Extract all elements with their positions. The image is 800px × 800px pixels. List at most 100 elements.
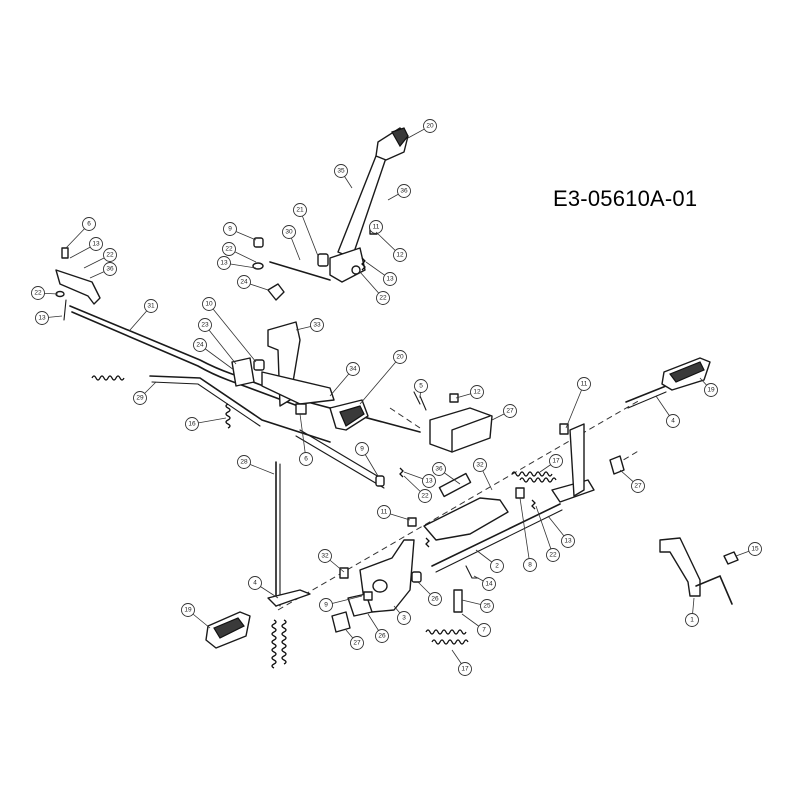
fastener-11-right	[559, 423, 569, 435]
callout-circle-c1	[423, 119, 437, 133]
callout-circle-c50	[428, 592, 442, 606]
callout-label-c48: 13	[564, 538, 572, 545]
lower-lever-assembly	[331, 539, 479, 633]
callout-leader-c4	[299, 209, 319, 257]
callout-circle-c40	[432, 462, 446, 476]
callout-circle-c37	[422, 474, 436, 488]
callout-label-c52: 25	[483, 603, 491, 610]
callout-label-c59: 26	[378, 633, 386, 640]
callout-label-c50: 26	[431, 596, 439, 603]
callout-circle-c2	[334, 164, 348, 178]
callout-label-c22: 23	[201, 322, 209, 329]
callout-circle-c26	[393, 350, 407, 364]
callout-circle-c20	[144, 299, 158, 313]
callout-label-c8: 22	[225, 246, 233, 253]
callout-leader-c29	[299, 413, 307, 460]
vertical-rod-assembly	[267, 461, 311, 607]
right-knob-grip	[669, 361, 705, 383]
callout-circle-c19	[35, 311, 49, 325]
callout-circle-c25	[346, 362, 360, 376]
callout-circle-c46	[523, 558, 537, 572]
rod-clevis	[267, 589, 311, 607]
callout-label-c13: 22	[379, 295, 387, 302]
callout-circle-c59	[375, 629, 389, 643]
callout-label-c31: 12	[473, 389, 481, 396]
callout-circle-c57	[181, 603, 195, 617]
lever-1-body	[659, 537, 701, 597]
callout-label-c23: 33	[313, 322, 321, 329]
left-spring	[91, 375, 125, 381]
callout-circle-c29	[299, 452, 313, 466]
callout-circle-c17	[103, 262, 117, 276]
center-pedal-assembly	[231, 321, 369, 431]
callout-circle-c47	[546, 548, 560, 562]
callout-circle-c36	[355, 442, 369, 456]
lower-left-knob	[205, 611, 251, 649]
left-bracket-pin	[61, 247, 69, 259]
callout-circle-c44	[377, 505, 391, 519]
callout-label-c49: 32	[321, 553, 329, 560]
fastener-11-mid	[407, 517, 417, 527]
spring-17-upper-b	[519, 477, 557, 483]
callout-circle-c48	[561, 534, 575, 548]
lever-1-nut-15	[723, 551, 739, 565]
callout-circle-c4	[293, 203, 307, 217]
callout-label-c58: 27	[353, 640, 361, 647]
callout-label-c35: 4	[671, 418, 675, 425]
callout-label-c19: 13	[38, 315, 46, 322]
lower-pin-25	[453, 589, 463, 613]
callout-label-c5: 30	[285, 229, 293, 236]
spring-17-upper	[511, 471, 553, 477]
fastener-13-mid	[399, 467, 404, 478]
diagram-title: E3-05610A-01	[553, 186, 698, 211]
callout-circle-c14	[82, 217, 96, 231]
callout-label-c42: 17	[552, 458, 560, 465]
right-rod-4	[625, 385, 667, 403]
pedal-cotter-pin	[361, 257, 366, 271]
center-bushing-block	[231, 357, 255, 387]
fastener-32-lower	[339, 567, 349, 579]
callout-circle-c6	[369, 220, 383, 234]
callout-circle-c3	[397, 184, 411, 198]
callout-label-c21: 10	[205, 301, 213, 308]
u-bracket-fold	[451, 415, 491, 453]
callout-label-c25: 34	[349, 366, 357, 373]
callout-label-c53: 4	[253, 580, 257, 587]
callout-label-c4: 21	[296, 207, 304, 214]
right-upright-arm	[569, 423, 585, 497]
callout-label-c20: 31	[147, 303, 155, 310]
callout-label-c45: 2	[495, 563, 499, 570]
callout-label-c10: 24	[240, 279, 248, 286]
callout-circle-c39	[237, 455, 251, 469]
shaft-lever-arm	[423, 497, 509, 541]
bracket-27-assembly	[413, 391, 493, 453]
callout-circle-c8	[222, 242, 236, 256]
callout-circle-c33	[577, 377, 591, 391]
callout-label-c40: 36	[435, 466, 443, 473]
callout-label-c9: 13	[220, 260, 228, 267]
right-rod-4-edge	[627, 391, 667, 409]
callout-circle-c34	[704, 383, 718, 397]
fastener-22-right	[531, 499, 536, 510]
lower-cap-27	[331, 611, 351, 633]
callout-label-c26: 20	[396, 354, 404, 361]
callout-label-c32: 27	[506, 408, 514, 415]
callout-label-c16: 22	[106, 252, 114, 259]
callout-label-c60: 17	[461, 666, 469, 673]
right-lower-lever	[659, 537, 739, 605]
callout-circle-c30	[414, 379, 428, 393]
lever-1-rod	[695, 574, 733, 605]
callout-circle-c41	[473, 458, 487, 472]
vertical-spring	[271, 619, 277, 669]
callout-circle-c49	[318, 549, 332, 563]
top-pedal-assembly	[252, 127, 409, 301]
callout-circle-c7	[223, 222, 237, 236]
callout-label-c29: 6	[304, 456, 308, 463]
shaft-end-knob	[267, 283, 285, 301]
callout-label-c24: 24	[196, 342, 204, 349]
pedal-arm-mount	[329, 247, 366, 283]
pedal-shaft	[269, 261, 331, 281]
callout-label-c33: 11	[581, 381, 588, 388]
fastener-9-mid	[375, 475, 385, 487]
callout-circle-c24	[193, 338, 207, 352]
